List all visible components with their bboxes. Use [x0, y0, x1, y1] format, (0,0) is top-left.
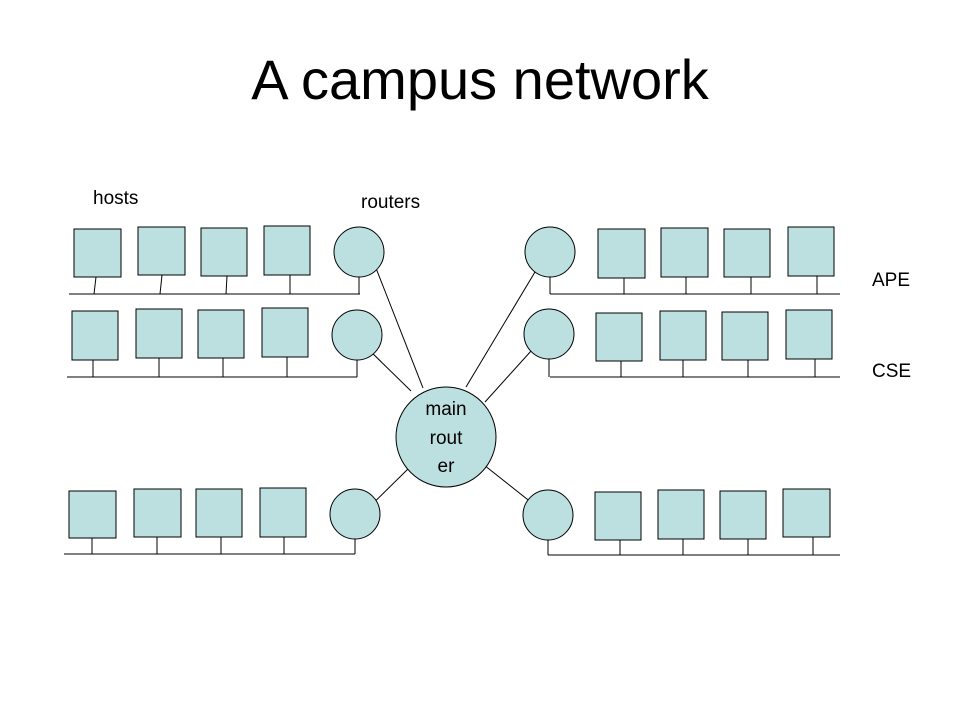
- router: [523, 308, 575, 360]
- lan-right-bottom: [522, 488, 840, 556]
- host: [659, 310, 707, 361]
- cse-label: CSE: [872, 361, 911, 382]
- host: [137, 226, 186, 276]
- ape-label: APE: [872, 270, 910, 291]
- router: [331, 309, 383, 361]
- router: [524, 226, 576, 278]
- link-line: [371, 257, 424, 389]
- host: [782, 488, 831, 538]
- lan-left-middle: [67, 307, 383, 378]
- hosts-label: hosts: [93, 188, 138, 209]
- host: [200, 227, 248, 277]
- host-link: [225, 275, 228, 295]
- host: [657, 489, 705, 540]
- lan-left-top: [69, 225, 385, 295]
- host: [719, 490, 767, 540]
- host-link: [159, 274, 163, 295]
- host: [595, 312, 643, 362]
- lan-right-ape: [524, 226, 840, 295]
- routers-label: routers: [361, 192, 420, 213]
- host: [594, 491, 642, 541]
- main-router-label-line-2: rout: [430, 428, 463, 449]
- main-router: main rout er: [395, 386, 497, 488]
- router: [522, 489, 574, 541]
- host: [195, 488, 243, 538]
- main-router-label-line-1: main: [425, 399, 466, 420]
- host: [723, 228, 771, 278]
- host: [68, 490, 117, 539]
- host: [721, 311, 769, 361]
- host: [73, 228, 122, 278]
- host: [660, 227, 709, 278]
- main-router-label-line-3: er: [438, 456, 456, 477]
- lan-left-bottom: [64, 487, 381, 555]
- host: [785, 309, 833, 360]
- host: [263, 225, 311, 276]
- host: [261, 307, 309, 358]
- host: [71, 310, 119, 361]
- lan-right-cse: [523, 308, 840, 378]
- router: [333, 226, 385, 278]
- page-title: A campus network: [251, 48, 709, 111]
- host-link: [93, 276, 97, 295]
- host: [259, 487, 307, 538]
- router: [329, 488, 381, 540]
- link-line: [465, 251, 548, 388]
- host: [133, 488, 182, 538]
- host: [135, 308, 183, 359]
- host: [197, 309, 245, 359]
- host: [787, 226, 835, 277]
- main-router-shape: [395, 386, 497, 488]
- host: [597, 228, 646, 279]
